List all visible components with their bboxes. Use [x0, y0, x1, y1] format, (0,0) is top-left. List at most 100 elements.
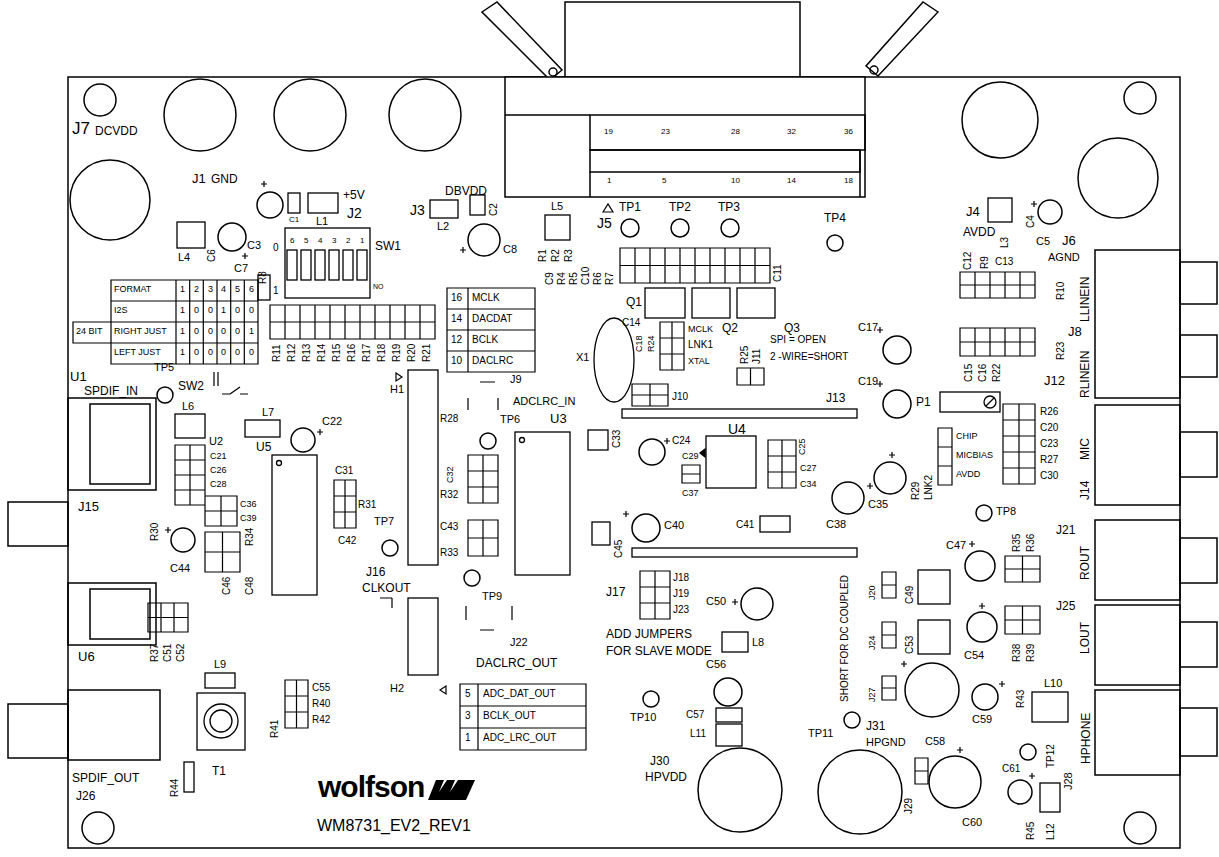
- silkscreen-label: C14: [622, 318, 640, 328]
- silkscreen-label: 14: [451, 314, 462, 324]
- silkscreen-label: 28: [731, 128, 740, 136]
- silkscreen-label: C61: [1002, 764, 1020, 774]
- silkscreen-label: DACDAT: [472, 314, 512, 324]
- silkscreen-label: J4: [966, 205, 980, 218]
- silkscreen-label: L7: [262, 407, 274, 418]
- silkscreen-label: C10: [581, 267, 591, 285]
- silkscreen-label: R14: [317, 344, 327, 362]
- silkscreen-label: H2: [390, 683, 404, 694]
- silkscreen-label: SW1: [375, 240, 401, 252]
- silkscreen-label: DCVDD: [95, 125, 138, 137]
- silkscreen-label: ADC_DAT_OUT: [483, 689, 556, 699]
- silkscreen-label: J27: [868, 687, 877, 702]
- silkscreen-label: J24: [868, 635, 877, 650]
- silkscreen-label: J31: [866, 720, 885, 732]
- silkscreen-label: C42: [338, 536, 356, 546]
- silkscreen-label: J7: [72, 120, 90, 137]
- silkscreen-label: C17: [858, 322, 878, 333]
- silkscreen-label: C37: [682, 489, 699, 498]
- silkscreen-label: C35: [868, 499, 888, 510]
- silkscreen-label: C53: [905, 636, 915, 654]
- silkscreen-label: MCLK: [472, 293, 500, 303]
- silkscreen-label: GND: [211, 173, 238, 185]
- silkscreen-label: C18: [635, 335, 644, 352]
- silkscreen-label: ADCLRC_IN: [513, 396, 575, 407]
- silkscreen-label: J12: [1044, 374, 1065, 387]
- silkscreen-label: C46: [222, 577, 232, 595]
- silkscreen-label: C1: [289, 216, 299, 224]
- silkscreen-label: C45: [614, 540, 624, 558]
- silkscreen-label: C34: [800, 480, 817, 489]
- silkscreen-label: R24: [647, 335, 656, 352]
- silkscreen-label: U3: [550, 412, 567, 425]
- silkscreen-label: 12: [451, 335, 462, 345]
- silkscreen-label: J10: [672, 392, 688, 402]
- silkscreen-label: 1: [180, 306, 185, 315]
- silkscreen-label: R1: [538, 249, 548, 262]
- silkscreen-label: LNK1: [688, 340, 713, 350]
- silkscreen-label: TP10: [630, 712, 656, 723]
- silkscreen-label: SPDIF_OUT: [72, 772, 139, 784]
- silkscreen-label: RIGHT JUST: [114, 327, 167, 336]
- silkscreen-label: FORMAT: [114, 285, 151, 294]
- silkscreen-label: C57: [686, 710, 704, 720]
- silkscreen-label: DACLRC_OUT: [476, 657, 557, 669]
- silkscreen-label: R19: [392, 344, 402, 362]
- jack-outlines: [8, 250, 1217, 775]
- silkscreen-label: C12: [963, 252, 973, 270]
- silkscreen-label: R36: [1026, 534, 1036, 552]
- silkscreen-label: FOR SLAVE MODE: [606, 645, 712, 657]
- silkscreen-label: 6: [249, 285, 254, 294]
- silkscreen-label: J13: [826, 392, 845, 404]
- silkscreen-label: 3: [465, 711, 471, 721]
- silkscreen-label: C40: [664, 520, 684, 531]
- silkscreen-label: 10: [731, 177, 740, 185]
- silkscreen-label: C27: [800, 464, 817, 473]
- silkscreen-label: Q1: [626, 296, 642, 308]
- silkscreen-label: R44: [170, 779, 180, 797]
- silkscreen-label: L4: [178, 252, 190, 263]
- silkscreen-label: 1: [180, 327, 185, 336]
- silkscreen-label: R41: [270, 720, 280, 738]
- silkscreen-label: C32: [446, 466, 455, 483]
- polarity-marks: [165, 181, 1037, 779]
- silkscreen-label: J30: [650, 755, 669, 767]
- silkscreen-label: SPI = OPEN: [770, 335, 826, 345]
- silkscreen-label: J29: [904, 798, 914, 814]
- silkscreen-label: U6: [78, 650, 95, 663]
- silkscreen-label: C20: [1040, 423, 1058, 433]
- silkscreen-label: C16: [978, 364, 988, 382]
- table-grid: [73, 280, 586, 750]
- silkscreen-label: CLKOUT: [362, 582, 411, 594]
- silkscreen-label: 0: [208, 327, 213, 336]
- silkscreen-label: C44: [170, 563, 190, 574]
- silkscreen-label: 0: [235, 348, 240, 357]
- silkscreen-label: J6: [1062, 234, 1076, 247]
- silkscreen-label: 1: [273, 286, 279, 296]
- logo-mark: [428, 780, 475, 800]
- silkscreen-label: R25: [740, 346, 750, 364]
- silkscreen-label: 0: [235, 306, 240, 315]
- silkscreen-label: R23: [1056, 342, 1066, 360]
- silkscreen-label: 0: [194, 327, 199, 336]
- silkscreen-label: C11: [773, 264, 783, 282]
- silkscreen-label: NO: [373, 283, 384, 290]
- silkscreen-label: R43: [1016, 690, 1026, 708]
- silkscreen-label: TP11: [808, 728, 833, 739]
- silkscreen-label: 0: [194, 348, 199, 357]
- silkscreen-label: Q2: [722, 322, 738, 334]
- silkscreen-label: H1: [390, 384, 404, 395]
- silkscreen-label: R4: [557, 272, 567, 285]
- silkscreen-label: TP5: [154, 362, 174, 373]
- silkscreen-label: 0: [208, 306, 213, 315]
- silkscreen-label: R32: [440, 490, 458, 500]
- silkscreen-label: AVDD: [963, 226, 995, 238]
- silkscreen-label: SHORT FOR DC COUPLED: [840, 575, 850, 702]
- silkscreen-label: BCLK: [472, 335, 498, 345]
- component-boxes: [175, 193, 1068, 812]
- silkscreen-label: 1: [360, 237, 364, 245]
- silkscreen-label: J5: [597, 216, 612, 230]
- silkscreen-label: R7: [605, 272, 615, 285]
- silkscreen-label: 5: [304, 237, 308, 245]
- silkscreen-label: DBVDD: [445, 185, 487, 197]
